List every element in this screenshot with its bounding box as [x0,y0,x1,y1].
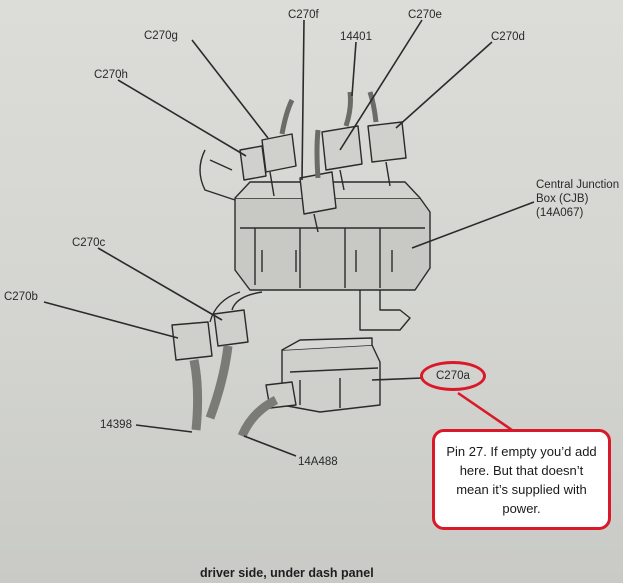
leader-14401 [351,41,357,97]
label-c270f: C270f [288,9,319,21]
leader-c270d [395,41,493,129]
callout-pointer [457,391,513,432]
leader-c270f [301,19,305,181]
label-c270g: C270g [144,30,178,42]
cjb-body [234,197,431,291]
connector-c270c [213,309,249,347]
pin-27-callout: Pin 27. If empty you’d add here. But tha… [432,429,611,530]
connector-c270h [239,145,267,181]
label-c270c: C270c [72,237,106,249]
leader-c270h [117,79,247,157]
leader-c270a [371,377,423,381]
label-14398: 14398 [100,419,132,431]
connector-c270a [281,344,381,413]
label-c270d: C270d [491,31,525,43]
leader-cjb [411,201,535,249]
connector-c270g [261,133,297,173]
label-c270e: C270e [408,9,442,21]
label-14a488: 14A488 [298,456,338,468]
connector-c270d [367,121,407,163]
connector-c270f [299,171,337,215]
leader-c270b [43,301,179,339]
leader-14a488 [243,435,297,457]
leader-14398 [135,424,193,433]
figure-caption: driver side, under dash panel [200,566,374,580]
leader-c270g [191,39,269,139]
callout-text: Pin 27. If empty you’d add here. But tha… [446,443,597,516]
label-14401: 14401 [340,31,372,43]
leader-c270c [97,247,223,321]
label-c270b: C270b [4,291,38,303]
label-central-junction-box: Central Junction Box (CJB) (14A067) [536,179,620,219]
c270a-highlight-ring [420,361,486,391]
label-c270h: C270h [94,69,128,81]
leader-c270e [339,19,423,151]
connector-c270b [171,321,213,361]
